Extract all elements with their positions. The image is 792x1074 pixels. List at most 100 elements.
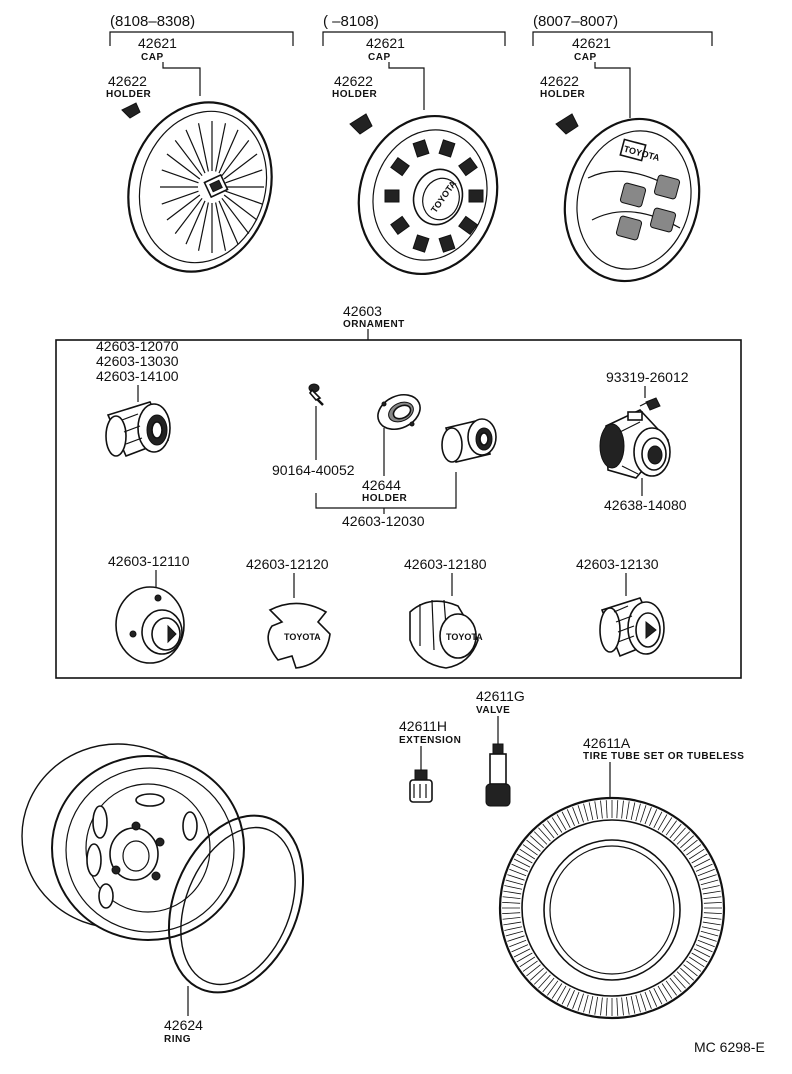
tread-line	[502, 901, 521, 904]
tread-line	[566, 809, 575, 826]
tread-line	[621, 997, 624, 1016]
tire-num: 42611A	[583, 735, 631, 751]
ornament-bolt	[639, 397, 661, 411]
tire	[498, 796, 726, 1020]
ornament-hub-knurled	[105, 401, 171, 458]
tread-line	[513, 948, 531, 958]
tread-line	[644, 991, 652, 1009]
tread-line	[505, 930, 524, 937]
ornament-dome-brand: TOYOTA	[446, 632, 483, 642]
ornament-cap-domed: TOYOTA	[409, 599, 483, 669]
spoke-line	[215, 202, 227, 251]
tread-line	[703, 917, 722, 920]
spoke-line	[166, 194, 201, 221]
tread-line	[661, 817, 673, 833]
spoke-line	[218, 129, 239, 174]
spoke-line	[174, 197, 203, 235]
ornament-group-part-3: 42603-14100	[96, 368, 179, 384]
tread-line	[676, 831, 691, 845]
cap-slot	[412, 139, 430, 158]
cap-slot	[390, 215, 410, 236]
ring-num: 42624	[164, 1017, 203, 1033]
tread-line	[502, 912, 521, 915]
tread-line	[542, 823, 555, 839]
tread-line	[588, 995, 594, 1014]
tire-valve	[485, 743, 511, 807]
ornament-label: ORNAMENT	[343, 319, 405, 330]
tread-line	[702, 890, 721, 895]
tread-line	[551, 983, 563, 999]
tread-line	[547, 980, 559, 996]
tread-line	[699, 874, 717, 881]
ornament-cap-flanged	[115, 586, 185, 664]
tread-line	[625, 996, 630, 1015]
cap-slot	[438, 234, 456, 253]
tread-line	[561, 988, 571, 1005]
tread-line	[538, 974, 551, 989]
tread-line	[676, 971, 691, 985]
tread-line	[516, 952, 533, 963]
tread-line	[542, 977, 555, 993]
tread-line	[566, 990, 575, 1007]
tread-line	[630, 802, 636, 821]
tread-line	[699, 935, 717, 942]
tread-line	[665, 980, 677, 996]
tread-line	[700, 930, 719, 937]
tire-tread	[502, 800, 722, 1016]
tread-line	[588, 802, 594, 821]
spoke-line	[223, 194, 258, 221]
tread-line	[577, 993, 584, 1011]
tread-line	[522, 960, 538, 972]
tread-line	[533, 831, 548, 845]
tread-line	[513, 858, 531, 868]
tread-line	[556, 985, 567, 1002]
tread-line	[509, 939, 527, 948]
ornament-set-num: 42603-12030	[342, 513, 425, 529]
hubcap-2-cap-label: CAP	[368, 52, 391, 63]
spoke-line	[166, 153, 201, 180]
tread-line	[688, 848, 705, 860]
tread-line	[657, 814, 668, 831]
spoke-line	[174, 139, 203, 177]
tread-line	[526, 964, 541, 977]
hubcap-3-holder-label: HOLDER	[540, 89, 586, 100]
tread-line	[661, 983, 673, 999]
valve-label: VALVE	[476, 705, 510, 716]
tread-line	[583, 994, 589, 1013]
tread-line	[605, 997, 608, 1016]
tread-line	[572, 807, 580, 825]
tread-line	[657, 985, 668, 1002]
tread-line	[526, 839, 541, 852]
tread-line	[503, 890, 522, 895]
spoke-line	[161, 190, 199, 205]
hubcap-3-range: (8007–8007)	[533, 13, 618, 30]
tread-line	[577, 805, 584, 823]
tread-line	[697, 868, 715, 877]
tread-line	[649, 990, 658, 1007]
spoke-line	[185, 129, 206, 174]
hubcap-2-holder-clip	[349, 113, 373, 135]
tread-line	[680, 967, 695, 981]
ornament-group-part-1: 42603-12070	[96, 338, 179, 354]
tread-line	[547, 820, 559, 836]
tread-line	[504, 926, 523, 931]
trim-ring	[167, 814, 305, 994]
cap-slot	[384, 189, 400, 203]
spoke-line	[221, 139, 250, 177]
hubcap-1-spokes	[160, 121, 264, 253]
hubcap-2-slots	[384, 139, 484, 253]
tread-line	[701, 926, 720, 931]
spoke-line	[215, 123, 227, 172]
ornament-frame	[55, 339, 742, 679]
tread-line	[703, 912, 722, 915]
cap-slot	[458, 215, 478, 236]
extension-num: 42611H	[399, 718, 447, 734]
cap-slot	[412, 234, 430, 253]
tread-line	[703, 896, 722, 899]
tread-line	[551, 817, 563, 833]
tread-line	[594, 801, 599, 820]
cap-slot	[438, 139, 456, 158]
tread-line	[538, 827, 551, 842]
hubcap-1-holder-num: 42622	[108, 73, 147, 89]
